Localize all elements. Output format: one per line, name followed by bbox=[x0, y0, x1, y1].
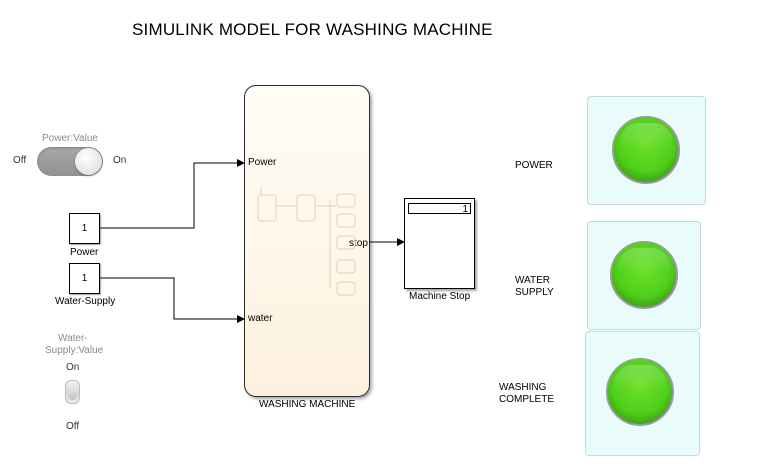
water-supply-constant-block[interactable]: 1 bbox=[69, 263, 100, 294]
toggle-knob[interactable] bbox=[75, 148, 102, 175]
water-supply-constant-label: Water-Supply bbox=[55, 296, 116, 307]
water-signal-line[interactable] bbox=[100, 277, 245, 323]
water-switch-caption-line2: Supply:Value bbox=[45, 345, 104, 356]
water-switch-caption-line1: Water- bbox=[58, 333, 88, 344]
chart-preview-graphic bbox=[257, 186, 356, 296]
power-switch-on-label: On bbox=[113, 155, 127, 166]
machine-stop-display-block[interactable]: 1 bbox=[404, 198, 475, 289]
power-lamp-panel[interactable] bbox=[587, 96, 706, 205]
page-title: SIMULINK MODEL FOR WASHING MACHINE bbox=[132, 20, 493, 39]
water-supply-constant-value: 1 bbox=[81, 273, 88, 284]
chart-input-water-label: water bbox=[248, 313, 273, 324]
power-signal-line[interactable] bbox=[100, 159, 245, 229]
power-constant-value: 1 bbox=[81, 223, 88, 234]
display-readout: 1 bbox=[408, 203, 471, 215]
power-lamp-icon bbox=[612, 116, 680, 184]
lamp-washing-label-line2: COMPLETE bbox=[499, 394, 555, 405]
water-rocker-switch[interactable] bbox=[65, 380, 80, 404]
water-switch-off-label: Off bbox=[66, 421, 80, 432]
washing-complete-lamp-panel[interactable] bbox=[585, 331, 700, 456]
display-block-label: Machine Stop bbox=[409, 291, 471, 302]
lamp-water-label-line1: WATER bbox=[515, 275, 550, 286]
washing-machine-chart-block[interactable] bbox=[244, 85, 370, 397]
rocker-nub[interactable] bbox=[68, 390, 77, 400]
lamp-washing-label-line1: WASHING bbox=[499, 382, 547, 393]
power-constant-block[interactable]: 1 bbox=[69, 213, 100, 244]
power-switch-caption: Power:Value bbox=[42, 133, 98, 144]
lamp-power-label: POWER bbox=[515, 160, 553, 171]
lamp-water-label-line2: SUPPLY bbox=[515, 287, 554, 298]
water-supply-lamp-panel[interactable] bbox=[587, 221, 701, 330]
chart-output-stop-label: stop bbox=[349, 238, 368, 249]
water-switch-on-label: On bbox=[66, 362, 80, 373]
chart-block-label: WASHING MACHINE bbox=[259, 399, 356, 410]
power-switch-off-label: Off bbox=[13, 155, 27, 166]
washing-complete-lamp-icon bbox=[606, 358, 674, 426]
water-supply-lamp-icon bbox=[610, 241, 678, 309]
power-toggle-switch[interactable] bbox=[37, 147, 103, 176]
chart-input-power-label: Power bbox=[248, 157, 277, 168]
power-constant-label: Power bbox=[70, 247, 99, 258]
